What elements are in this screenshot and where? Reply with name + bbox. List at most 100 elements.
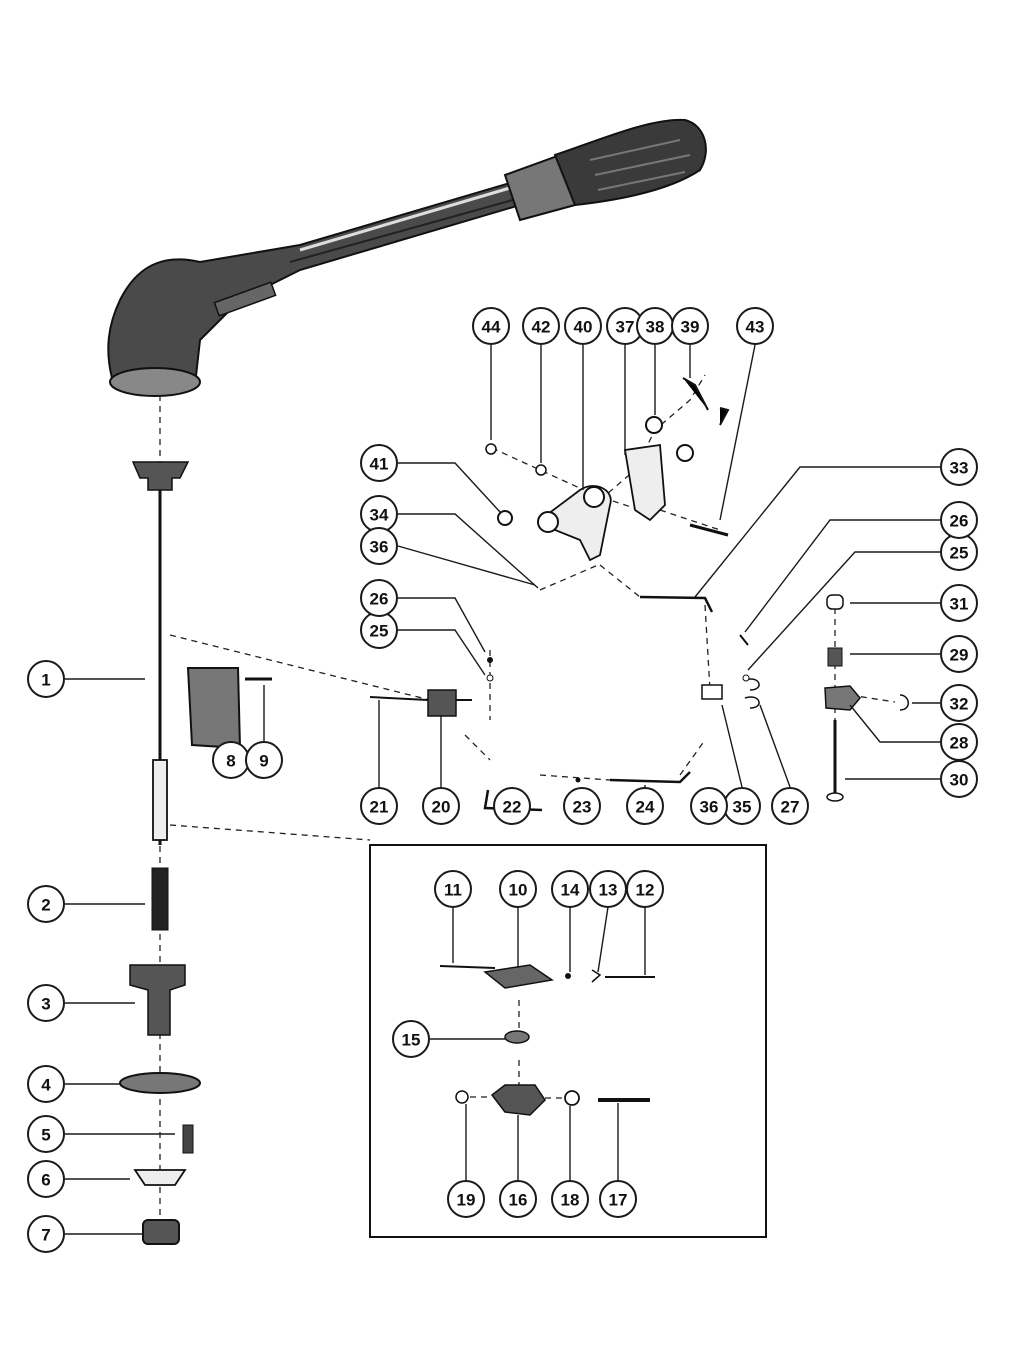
linkage-parts bbox=[169, 374, 909, 841]
callout-38: 38 bbox=[636, 307, 674, 345]
callout-circle bbox=[27, 1215, 65, 1253]
callout-label: 41 bbox=[370, 455, 389, 474]
callout-18: 18 bbox=[551, 1180, 589, 1218]
control-handle-icon bbox=[107, 118, 707, 397]
callout-32: 32 bbox=[940, 684, 978, 722]
callout-label: 32 bbox=[950, 695, 969, 714]
callout-circle bbox=[940, 635, 978, 673]
callout-label: 30 bbox=[950, 771, 969, 790]
callout-circle bbox=[27, 660, 65, 698]
callout-43: 43 bbox=[736, 307, 774, 345]
callout-label: 12 bbox=[636, 881, 655, 900]
callout-label: 7 bbox=[41, 1226, 50, 1245]
callout-label: 36 bbox=[370, 538, 389, 557]
callout-circle bbox=[599, 1180, 637, 1218]
callout-35: 35 bbox=[723, 787, 761, 825]
callout-label: 28 bbox=[950, 734, 969, 753]
callout-label: 44 bbox=[482, 318, 501, 337]
callout-40: 40 bbox=[564, 307, 602, 345]
callout-13: 13 bbox=[589, 870, 627, 908]
callout-circle bbox=[499, 870, 537, 908]
callout-circle bbox=[27, 1065, 65, 1103]
callout-circle bbox=[493, 787, 531, 825]
callout-circle bbox=[522, 307, 560, 345]
callout-42: 42 bbox=[522, 307, 560, 345]
callout-36a: 36 bbox=[360, 527, 398, 565]
callout-27: 27 bbox=[771, 787, 809, 825]
callout-label: 27 bbox=[781, 798, 800, 817]
callout-circle bbox=[771, 787, 809, 825]
callout-circle bbox=[360, 787, 398, 825]
callout-33: 33 bbox=[940, 448, 978, 486]
callout-label: 33 bbox=[950, 459, 969, 478]
callout-label: 23 bbox=[573, 798, 592, 817]
callout-4: 4 bbox=[27, 1065, 65, 1103]
callout-label: 6 bbox=[41, 1171, 50, 1190]
callout-25b: 25 bbox=[940, 533, 978, 571]
callout-20: 20 bbox=[422, 787, 460, 825]
callout-label: 25 bbox=[950, 544, 969, 563]
callout-label: 25 bbox=[370, 622, 389, 641]
callout-29: 29 bbox=[940, 635, 978, 673]
callout-label: 18 bbox=[561, 1191, 580, 1210]
callout-label: 34 bbox=[370, 506, 389, 525]
callout-circle bbox=[434, 870, 472, 908]
callout-circle bbox=[940, 448, 978, 486]
callout-2: 2 bbox=[27, 885, 65, 923]
callout-10: 10 bbox=[499, 870, 537, 908]
callout-label: 38 bbox=[646, 318, 665, 337]
callout-37: 37 bbox=[606, 307, 644, 345]
callout-label: 43 bbox=[746, 318, 765, 337]
callout-label: 2 bbox=[41, 896, 50, 915]
callout-label: 16 bbox=[509, 1191, 528, 1210]
callout-label: 40 bbox=[574, 318, 593, 337]
callout-circle bbox=[392, 1020, 430, 1058]
callout-22: 22 bbox=[493, 787, 531, 825]
callout-9: 9 bbox=[245, 741, 283, 779]
callout-circle bbox=[589, 870, 627, 908]
callout-7: 7 bbox=[27, 1215, 65, 1253]
callout-26b: 26 bbox=[940, 501, 978, 539]
callout-8: 8 bbox=[212, 741, 250, 779]
callout-circle bbox=[671, 307, 709, 345]
callout-label: 22 bbox=[503, 798, 522, 817]
callout-label: 29 bbox=[950, 646, 969, 665]
callout-label: 9 bbox=[259, 752, 268, 771]
callout-label: 37 bbox=[616, 318, 635, 337]
callout-circle bbox=[472, 307, 510, 345]
callout-15: 15 bbox=[392, 1020, 430, 1058]
callout-label: 11 bbox=[444, 881, 462, 900]
callout-label: 15 bbox=[402, 1031, 421, 1050]
callout-circle bbox=[736, 307, 774, 345]
callout-41: 41 bbox=[360, 444, 398, 482]
leader-lines bbox=[65, 344, 940, 1235]
callout-circle bbox=[422, 787, 460, 825]
callout-36b: 36 bbox=[690, 787, 728, 825]
callout-circle bbox=[551, 870, 589, 908]
callout-21: 21 bbox=[360, 787, 398, 825]
callout-circle bbox=[360, 579, 398, 617]
callout-label: 21 bbox=[370, 798, 389, 817]
callout-label: 31 bbox=[950, 595, 969, 614]
callout-circle bbox=[690, 787, 728, 825]
callout-23: 23 bbox=[563, 787, 601, 825]
callout-1: 1 bbox=[27, 660, 65, 698]
callout-circle bbox=[940, 501, 978, 539]
callout-28: 28 bbox=[940, 723, 978, 761]
callout-circle bbox=[551, 1180, 589, 1218]
callout-label: 10 bbox=[509, 881, 528, 900]
callout-circle bbox=[447, 1180, 485, 1218]
callout-14: 14 bbox=[551, 870, 589, 908]
callout-19: 19 bbox=[447, 1180, 485, 1218]
callout-circle bbox=[27, 1160, 65, 1198]
callout-circle bbox=[940, 684, 978, 722]
callout-24: 24 bbox=[626, 787, 664, 825]
callout-label: 35 bbox=[733, 798, 752, 817]
callout-circle bbox=[940, 760, 978, 798]
callout-31: 31 bbox=[940, 584, 978, 622]
callout-label: 1 bbox=[41, 671, 50, 690]
callout-circle bbox=[27, 984, 65, 1022]
callout-circle bbox=[563, 787, 601, 825]
